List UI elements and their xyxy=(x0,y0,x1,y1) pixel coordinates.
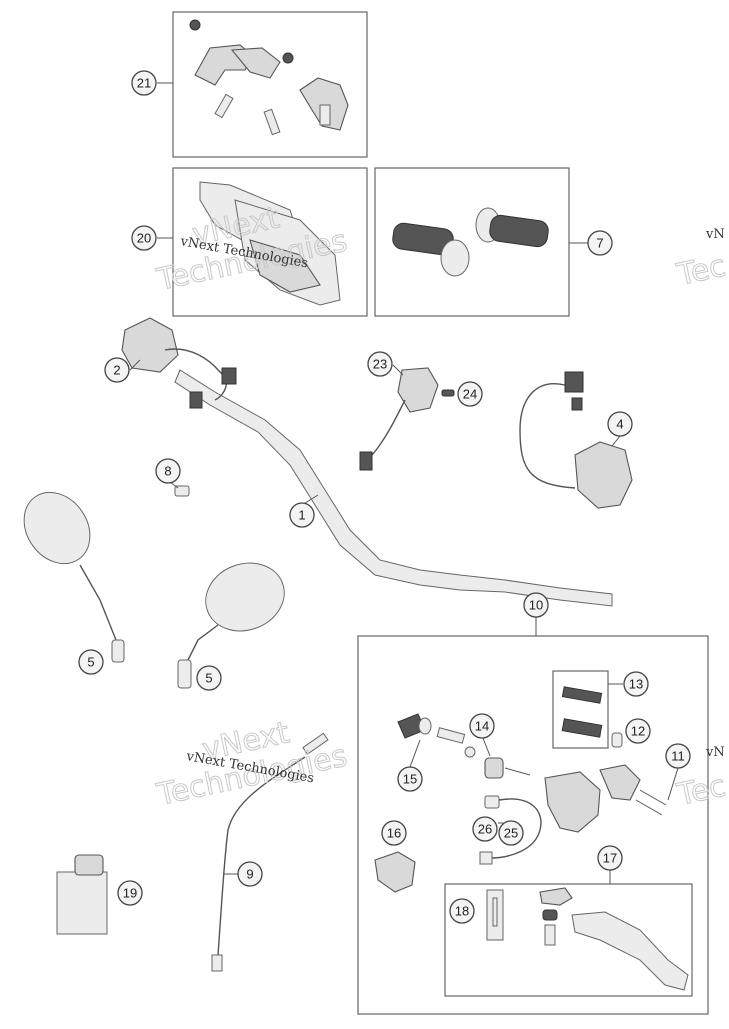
callout-1: 1 xyxy=(289,502,315,528)
svg-text:11: 11 xyxy=(671,749,685,764)
callout-15: 15 xyxy=(397,766,423,792)
svg-text:4: 4 xyxy=(616,417,623,432)
part-12-pin xyxy=(611,732,623,748)
callout-4: 4 xyxy=(607,411,633,437)
callout-20: 21 xyxy=(131,70,157,96)
callout-2: 2 xyxy=(104,357,130,383)
svg-text:23: 23 xyxy=(373,357,387,372)
part-13-cover xyxy=(561,686,603,738)
part-11-pins xyxy=(635,789,667,816)
svg-text:9: 9 xyxy=(246,867,253,882)
callout-26: 26 xyxy=(472,816,498,842)
svg-text:8: 8 xyxy=(164,464,171,479)
callout-12: 12 xyxy=(625,718,651,744)
svg-text:21: 21 xyxy=(137,76,151,91)
part-5-mirror-left xyxy=(23,491,125,663)
callout-10: 10 xyxy=(523,592,549,618)
part-23-throttle xyxy=(359,367,439,471)
svg-text:1: 1 xyxy=(298,508,305,523)
svg-text:18: 18 xyxy=(455,904,469,919)
callout-25: 25 xyxy=(498,820,524,846)
callout-5-left: 5 xyxy=(78,649,104,675)
callout-16: 16 xyxy=(381,820,407,846)
callout-24: 24 xyxy=(457,381,483,407)
callout-14: 14 xyxy=(469,713,495,739)
svg-text:20: 20 xyxy=(137,231,151,246)
svg-text:vN: vN xyxy=(705,745,725,760)
part-master-cylinder xyxy=(544,764,641,833)
part-24-screw xyxy=(441,389,455,397)
svg-text:16: 16 xyxy=(387,826,401,841)
svg-text:17: 17 xyxy=(603,851,617,866)
part-20-clamps xyxy=(189,19,349,136)
part-25-switch xyxy=(479,795,542,865)
part-14-piston xyxy=(484,757,531,779)
svg-text:Tec: Tec xyxy=(673,769,728,813)
box-17 xyxy=(444,883,693,997)
svg-text:19: 19 xyxy=(123,886,137,901)
svg-text:7: 7 xyxy=(596,236,603,251)
box-21 xyxy=(172,167,368,317)
part-9-cable xyxy=(211,732,329,972)
svg-text:13: 13 xyxy=(629,677,643,692)
callout-9: 9 xyxy=(237,861,263,887)
svg-text:14: 14 xyxy=(475,719,489,734)
part-4-switch xyxy=(519,371,633,509)
watermark-edge-top: vN Tec xyxy=(673,227,729,294)
callout-5-right: 5 xyxy=(196,665,222,691)
part-19-bottle xyxy=(56,854,108,935)
part-16-cover xyxy=(374,851,416,893)
svg-text:12: 12 xyxy=(631,724,645,739)
svg-text:5: 5 xyxy=(205,671,212,686)
callout-23: 23 xyxy=(367,351,393,377)
svg-text:vN: vN xyxy=(705,227,725,242)
callout-11: 11 xyxy=(665,743,691,769)
callout-8: 8 xyxy=(155,458,181,484)
part-8-clip xyxy=(174,485,190,497)
callout-13: 13 xyxy=(623,671,649,697)
part-7-grips xyxy=(392,207,549,277)
box-20 xyxy=(172,11,368,158)
svg-text:26: 26 xyxy=(478,822,492,837)
part-21-handguards xyxy=(199,181,341,306)
svg-text:25: 25 xyxy=(504,826,518,841)
box-13 xyxy=(552,670,609,749)
callout-21: 20 xyxy=(131,225,157,251)
svg-text:2: 2 xyxy=(113,363,120,378)
watermark-middle: vNext Technologies vNext Technologies xyxy=(153,715,351,814)
callout-19: 19 xyxy=(117,880,143,906)
part-15-spring xyxy=(397,713,476,758)
part-2-switch xyxy=(121,317,237,409)
callout-18: 18 xyxy=(449,898,475,924)
svg-text:24: 24 xyxy=(463,387,477,402)
part-5-mirror-right xyxy=(177,562,285,689)
svg-text:15: 15 xyxy=(403,772,417,787)
svg-text:Tec: Tec xyxy=(673,249,728,293)
callout-7: 7 xyxy=(587,230,613,256)
box-10 xyxy=(357,635,709,1015)
part-17-lever xyxy=(486,887,689,991)
part-1-handlebar xyxy=(174,369,613,607)
svg-text:10: 10 xyxy=(529,598,543,613)
callout-17: 17 xyxy=(597,845,623,871)
box-7 xyxy=(374,167,570,317)
svg-text:5: 5 xyxy=(87,655,94,670)
